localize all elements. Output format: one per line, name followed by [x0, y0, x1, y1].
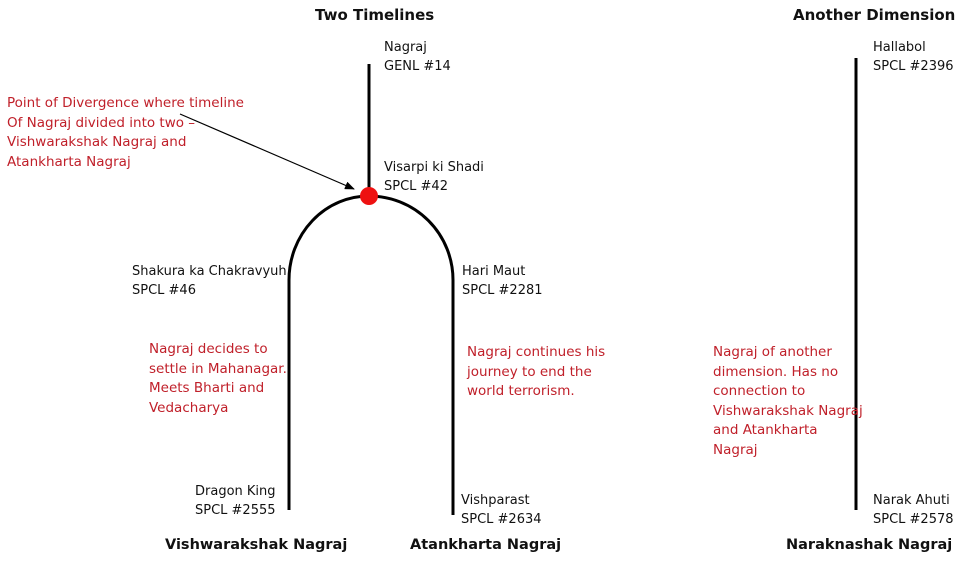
node-spcl-2578: Narak Ahuti SPCL #2578	[873, 491, 954, 529]
node-title: Shakura ka Chakravyuh	[132, 264, 287, 279]
note-line: Vishwarakshak Nagraj	[713, 402, 863, 419]
node-issue: SPCL #42	[384, 179, 448, 194]
node-issue: SPCL #2396	[873, 59, 954, 74]
heading-two-timelines: Two Timelines	[315, 6, 435, 24]
node-issue: SPCL #2578	[873, 512, 954, 527]
note-line: Nagraj	[713, 441, 758, 458]
left-branch-note: Nagraj decides to settle in Mahanagar. M…	[149, 340, 287, 418]
node-spcl-2281: Hari Maut SPCL #2281	[462, 262, 543, 300]
node-genl-14: Nagraj GENL #14	[384, 38, 451, 76]
note-line: Nagraj of another	[713, 344, 832, 360]
note-line: Nagraj continues his	[467, 344, 606, 360]
note-line: Nagraj decides to	[149, 341, 268, 357]
note-line: Point of Divergence where timeline	[7, 95, 244, 111]
node-spcl-2634: Vishparast SPCL #2634	[461, 491, 542, 529]
note-line: Vedacharya	[149, 399, 229, 416]
node-issue: GENL #14	[384, 59, 451, 74]
node-title: Narak Ahuti	[873, 493, 950, 508]
node-title: Dragon King	[195, 484, 276, 499]
another-dimension-note: Nagraj of another dimension. Has no conn…	[713, 343, 863, 460]
note-line: Meets Bharti and	[149, 380, 265, 396]
split-arch-left-branch	[287, 194, 370, 510]
node-issue: SPCL #2634	[461, 512, 542, 527]
note-line: world terrorism.	[467, 383, 575, 399]
divergence-point-dot	[360, 187, 378, 205]
note-line: Of Nagraj divided into two –	[7, 114, 196, 131]
node-spcl-2555: Dragon King SPCL #2555	[195, 482, 276, 520]
timeline-title-vishwarakshak: Vishwarakshak Nagraj	[165, 537, 348, 553]
node-title: Nagraj	[384, 40, 427, 55]
split-arch-right-branch	[368, 194, 455, 515]
note-line: Vishwarakshak Nagraj and	[7, 134, 187, 150]
timeline-title-atankharta: Atankharta Nagraj	[410, 537, 562, 553]
divergence-note: Point of Divergence where timeline Of Na…	[7, 94, 244, 172]
note-line: connection to	[713, 383, 806, 399]
note-line: Atankharta Nagraj	[7, 153, 131, 170]
note-line: settle in Mahanagar.	[149, 360, 287, 377]
node-spcl-2396: Hallabol SPCL #2396	[873, 38, 954, 76]
node-issue: SPCL #2281	[462, 283, 543, 298]
node-title: Vishparast	[461, 493, 530, 508]
note-line: and Atankharta	[713, 422, 818, 438]
node-title: Visarpi ki Shadi	[384, 160, 484, 175]
node-issue: SPCL #46	[132, 283, 196, 298]
divergence-arrow	[179, 113, 355, 190]
node-spcl-42: Visarpi ki Shadi SPCL #42	[384, 158, 484, 196]
timeline-title-naraknashak: Naraknashak Nagraj	[786, 537, 953, 553]
right-branch-note: Nagraj continues his journey to end the …	[467, 343, 605, 402]
node-spcl-46: Shakura ka Chakravyuh SPCL #46	[132, 262, 287, 300]
node-title: Hari Maut	[462, 264, 526, 279]
note-line: journey to end the	[467, 363, 592, 380]
node-issue: SPCL #2555	[195, 503, 276, 518]
note-line: dimension. Has no	[713, 363, 839, 380]
node-title: Hallabol	[873, 40, 926, 55]
heading-another-dimension: Another Dimension	[793, 6, 956, 24]
